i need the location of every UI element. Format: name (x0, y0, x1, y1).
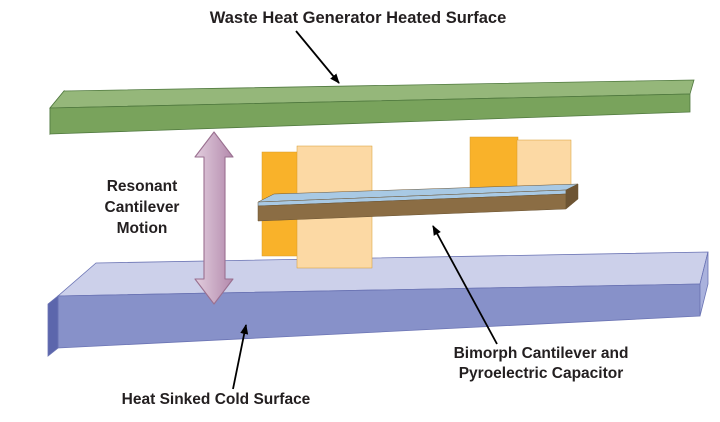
bimorph-cantilever-beam (257, 183, 579, 222)
cold-slab-right-end-face (699, 251, 709, 317)
label-resonant-cantilever-motion: Resonant Cantilever Motion (104, 178, 180, 237)
cold-slab-left-end-face (47, 295, 59, 357)
heated-surface-slab (49, 79, 695, 136)
heated-slab-front-face (49, 93, 691, 135)
label-cold-surface: Heat Sinked Cold Surface (121, 391, 311, 408)
label-heated-surface: Waste Heat Generator Heated Surface (209, 9, 507, 27)
annotation-arrows (232, 30, 498, 390)
beam-right-end-face (565, 183, 579, 210)
heated-surface-pointer-arrow (295, 30, 340, 84)
cold-surface-pointer-arrow (232, 324, 249, 390)
bimorph-pointer-arrow (432, 225, 498, 345)
resonant-motion-double-arrow-icon (194, 131, 234, 305)
label-bimorph-cantilever: Bimorph Cantilever and Pyroelectric Capa… (453, 345, 629, 382)
cold-surface-slab (47, 251, 709, 357)
